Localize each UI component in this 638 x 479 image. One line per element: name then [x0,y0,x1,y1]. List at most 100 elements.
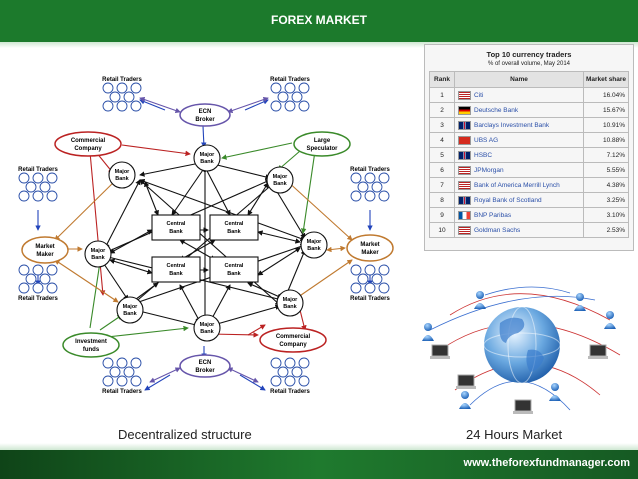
rank-cell: 6 [429,162,455,178]
central-bank-2: Central Bank [209,214,259,241]
table-row: 9 BNP Paribas 3.10% [429,207,629,223]
retail-traders-label: Retail Traders [102,77,142,83]
major-bank-upper-right: Major Bank [266,166,294,194]
svg-text:Bank: Bank [169,229,183,235]
rank-cell: 4 [429,132,455,148]
col-rank: Rank [429,71,455,88]
globe-icon [484,307,560,383]
bank-link[interactable]: Deutsche Bank [474,106,519,114]
bank-link[interactable]: BNP Paribas [474,211,512,219]
footer-divider [0,443,638,450]
major-bank-top: Major Bank [193,144,221,172]
caption-decentralized: Decentralized structure [118,427,252,442]
svg-text:Bank: Bank [200,329,214,335]
laptop-icon [430,344,608,414]
caption-24-hours: 24 Hours Market [466,427,563,442]
rank-cell: 7 [429,177,455,193]
retail-traders-group: Retail Traders [270,77,311,112]
svg-text:Bank: Bank [200,159,214,165]
svg-text:ECN: ECN [199,109,212,115]
retail-traders-label: Retail Traders [18,167,58,173]
name-cell: JPMorgan [454,162,584,178]
name-cell: Barclays Investment Bank [454,117,584,133]
svg-text:Broker: Broker [195,368,215,374]
retail-traders-group: Retail Traders [18,264,59,302]
footer-site: www.theforexfundmanager.com [463,457,630,469]
major-bank-left: Major Bank [84,240,112,268]
retail-traders-label: Retail Traders [102,389,142,395]
svg-text:Bank: Bank [91,255,105,261]
retail-traders-group: Retail Traders [350,167,391,202]
svg-text:Major: Major [200,152,216,158]
global-network-illustration [422,286,621,414]
svg-text:Bank: Bank [115,176,129,182]
svg-text:Major: Major [115,169,131,175]
bank-link[interactable]: Goldman Sachs [474,226,521,234]
ecn-broker-bottom: ECN Broker [179,354,231,378]
svg-text:Central: Central [167,263,186,269]
svg-text:Maker: Maker [361,250,379,256]
flag-icon [458,120,471,130]
major-bank-lower-right: Major Bank [276,289,304,317]
svg-text:Bank: Bank [307,246,321,252]
name-cell: Goldman Sachs [454,222,584,238]
flag-icon [458,210,471,220]
flag-icon [458,150,471,160]
rank-cell: 9 [429,207,455,223]
rank-cell: 1 [429,87,455,103]
bank-link[interactable]: JPMorgan [474,166,504,174]
bank-link[interactable]: HSBC [474,151,493,159]
svg-text:Large: Large [314,138,331,144]
table-title: Top 10 currency traders [486,50,572,59]
flag-icon [458,165,471,175]
svg-text:Major: Major [283,297,299,303]
share-cell: 5.55% [583,162,629,178]
svg-text:Speculator: Speculator [306,146,338,152]
market-maker-left: Market Maker [21,236,69,264]
svg-text:Central: Central [167,221,186,227]
footer-bar [0,450,638,479]
svg-text:Market: Market [35,244,54,250]
flag-icon [458,90,471,100]
share-cell: 3.10% [583,207,629,223]
table-row: 5 HSBC 7.12% [429,147,629,163]
retail-traders-group: Retail Traders [102,357,143,395]
share-cell: 7.12% [583,147,629,163]
rank-cell: 8 [429,192,455,208]
svg-text:Bank: Bank [169,271,183,277]
bank-link[interactable]: Citi [474,91,484,99]
retail-traders-label: Retail Traders [270,77,310,83]
rank-cell: 5 [429,147,455,163]
slide-title: FOREX MARKET [271,13,367,27]
retail-traders-group: Retail Traders [102,77,143,112]
svg-text:ECN: ECN [199,360,212,366]
name-cell: Bank of America Merrill Lynch [454,177,584,193]
forex-structure-diagram: ECN Broker ECN Broker Commercial Company… [18,77,394,395]
svg-text:Maker: Maker [36,252,54,258]
bank-link[interactable]: UBS AG [474,136,499,144]
svg-text:Commercial: Commercial [276,334,311,340]
svg-text:Bank: Bank [227,271,241,277]
bank-link[interactable]: Bank of America Merrill Lynch [474,181,560,189]
rank-cell: 10 [429,222,455,238]
top-currency-traders-table: Top 10 currency traders % of overall vol… [424,44,634,251]
retail-traders-label: Retail Traders [350,296,390,302]
flag-icon [458,135,471,145]
major-bank-bottom: Major Bank [193,314,221,342]
retail-traders-label: Retail Traders [350,167,390,173]
name-cell: UBS AG [454,132,584,148]
bank-link[interactable]: Royal Bank of Scotland [474,196,542,204]
share-cell: 10.91% [583,117,629,133]
svg-text:Central: Central [225,221,244,227]
svg-text:Bank: Bank [123,311,137,317]
table-subtitle: % of overall volume, May 2014 [487,61,571,67]
bank-link[interactable]: Barclays Investment Bank [474,121,550,129]
investment-funds: Investment funds [62,332,120,358]
major-bank-lower-left: Major Bank [116,296,144,324]
retail-traders-group: Retail Traders [350,264,391,302]
